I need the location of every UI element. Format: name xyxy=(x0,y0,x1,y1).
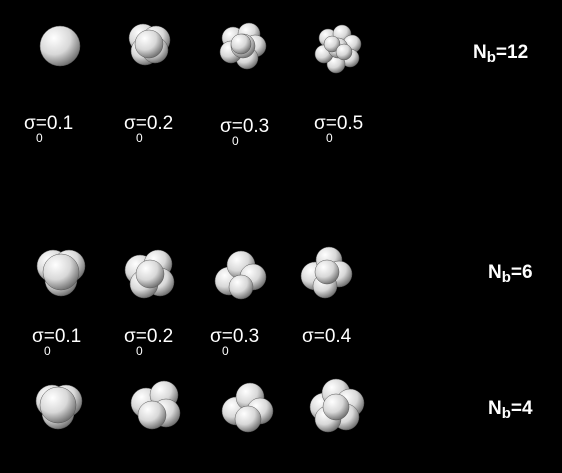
sigma-symbol: σ xyxy=(32,326,44,347)
nb-subscript: b xyxy=(501,269,511,286)
sphere-cluster xyxy=(36,249,86,297)
nb-label-row2: Nb=6 xyxy=(488,262,533,286)
sphere-cluster xyxy=(130,380,181,430)
cluster-layer xyxy=(35,22,365,433)
sigma-label-row1-col1: σ=0.1 0 xyxy=(24,113,74,144)
sphere xyxy=(335,43,353,61)
sigma-subscript: 0 xyxy=(232,134,239,148)
sigma-value: =0.2 xyxy=(135,326,174,347)
sigma-value: =0.4 xyxy=(313,326,352,347)
sigma-label-row1-col2: σ=0.2 0 xyxy=(124,113,174,144)
sigma-subscript: 0 xyxy=(136,131,143,145)
sphere xyxy=(228,274,254,300)
nb-value: =12 xyxy=(495,42,529,63)
sphere xyxy=(322,393,350,421)
sphere xyxy=(134,29,164,59)
sigma-value: =0.1 xyxy=(43,326,82,347)
sigma-symbol: σ xyxy=(314,113,326,134)
sigma-symbol: σ xyxy=(124,326,136,347)
sigma-label-row1-col4: σ=0.5 0 xyxy=(314,113,364,144)
sphere xyxy=(137,400,167,430)
nb-label-row1: Nb=12 xyxy=(473,42,529,66)
sphere-cluster xyxy=(219,22,267,70)
sphere-cluster xyxy=(35,384,83,430)
nb-base: N xyxy=(488,398,502,419)
sigma-label-row2-col1: σ=0.1 0 xyxy=(32,326,82,357)
sphere-cluster xyxy=(314,24,362,74)
sigma-symbol: σ xyxy=(124,113,136,134)
nb-label-row3: Nb=4 xyxy=(488,398,533,422)
sphere-cluster xyxy=(39,25,81,67)
nb-subscript: b xyxy=(486,49,496,66)
sphere-cluster xyxy=(128,23,171,66)
sigma-symbol: σ xyxy=(24,113,36,134)
sigma-value: =0.1 xyxy=(35,113,74,134)
sigma-label-row2-col2: σ=0.2 0 xyxy=(124,326,174,357)
sphere xyxy=(135,259,165,289)
sphere xyxy=(39,25,81,67)
sigma-subscript: 0 xyxy=(36,131,43,145)
nb-subscript: b xyxy=(501,405,511,422)
sigma-value: =0.3 xyxy=(221,326,260,347)
sigma-subscript: 0 xyxy=(326,131,333,145)
sigma-subscript: 0 xyxy=(136,344,143,358)
nb-base: N xyxy=(473,42,487,63)
sigma-subscript: 0 xyxy=(44,344,51,358)
sphere xyxy=(234,405,262,433)
sphere xyxy=(314,259,340,285)
nb-base: N xyxy=(488,262,502,283)
sigma-value: =0.5 xyxy=(325,113,364,134)
sigma-label-row1-col3: σ=0.3 0 xyxy=(220,116,270,147)
sphere xyxy=(230,33,252,55)
sphere-cluster xyxy=(214,250,267,300)
nb-value: =6 xyxy=(510,262,533,283)
sigma-label-row2-col3: σ=0.3 0 xyxy=(210,326,260,357)
sphere xyxy=(323,35,341,53)
sigma-symbol: σ xyxy=(302,326,314,347)
sigma-value: =0.3 xyxy=(231,116,270,137)
sigma-symbol: σ xyxy=(220,116,232,137)
sigma-symbol: σ xyxy=(210,326,222,347)
sigma-value: =0.2 xyxy=(135,113,174,134)
sigma-subscript: 0 xyxy=(222,344,229,358)
sphere xyxy=(42,253,80,291)
sphere-cluster xyxy=(300,246,353,299)
sphere-cluster xyxy=(221,382,274,433)
sigma-label-row2-col4: σ=0.4 xyxy=(302,327,351,346)
sphere-cluster xyxy=(309,378,365,433)
sphere-cluster xyxy=(124,249,175,299)
sphere xyxy=(39,386,77,424)
nb-value: =4 xyxy=(510,398,533,419)
